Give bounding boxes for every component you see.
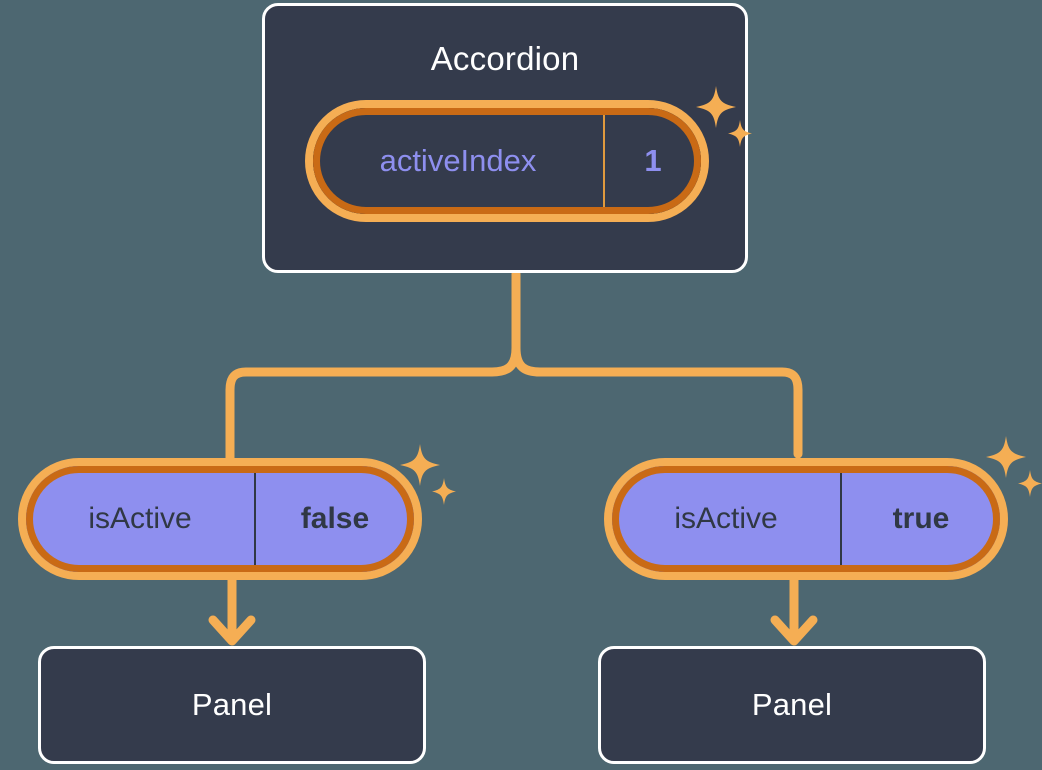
state-pill-body: isActive true <box>612 466 1000 572</box>
state-pill-body: activeIndex 1 <box>313 108 701 214</box>
connector-trunk <box>225 269 521 467</box>
state-pill-is-active-false[interactable]: isActive false <box>18 458 422 580</box>
state-pill-active-index[interactable]: activeIndex 1 <box>305 100 709 222</box>
state-key-label: activeIndex <box>379 143 537 178</box>
state-key-label: isActive <box>674 502 778 535</box>
state-value-label: 1 <box>603 108 701 214</box>
arrow-down-icon-right <box>770 615 818 646</box>
state-pill-body: isActive false <box>26 466 414 572</box>
state-value-label: false <box>254 466 414 572</box>
state-value-label: true <box>840 466 1000 572</box>
component-node-title: Accordion <box>430 40 580 77</box>
state-key-label: isActive <box>88 502 192 535</box>
component-node-title: Panel <box>191 687 273 722</box>
component-node-panel-right[interactable]: Panel <box>598 646 986 764</box>
arrow-down-icon-left <box>208 615 256 646</box>
component-node-title: Panel <box>751 687 833 722</box>
connector-branch-right <box>511 343 803 459</box>
state-pill-is-active-true[interactable]: isActive true <box>604 458 1008 580</box>
component-node-panel-left[interactable]: Panel <box>38 646 426 764</box>
